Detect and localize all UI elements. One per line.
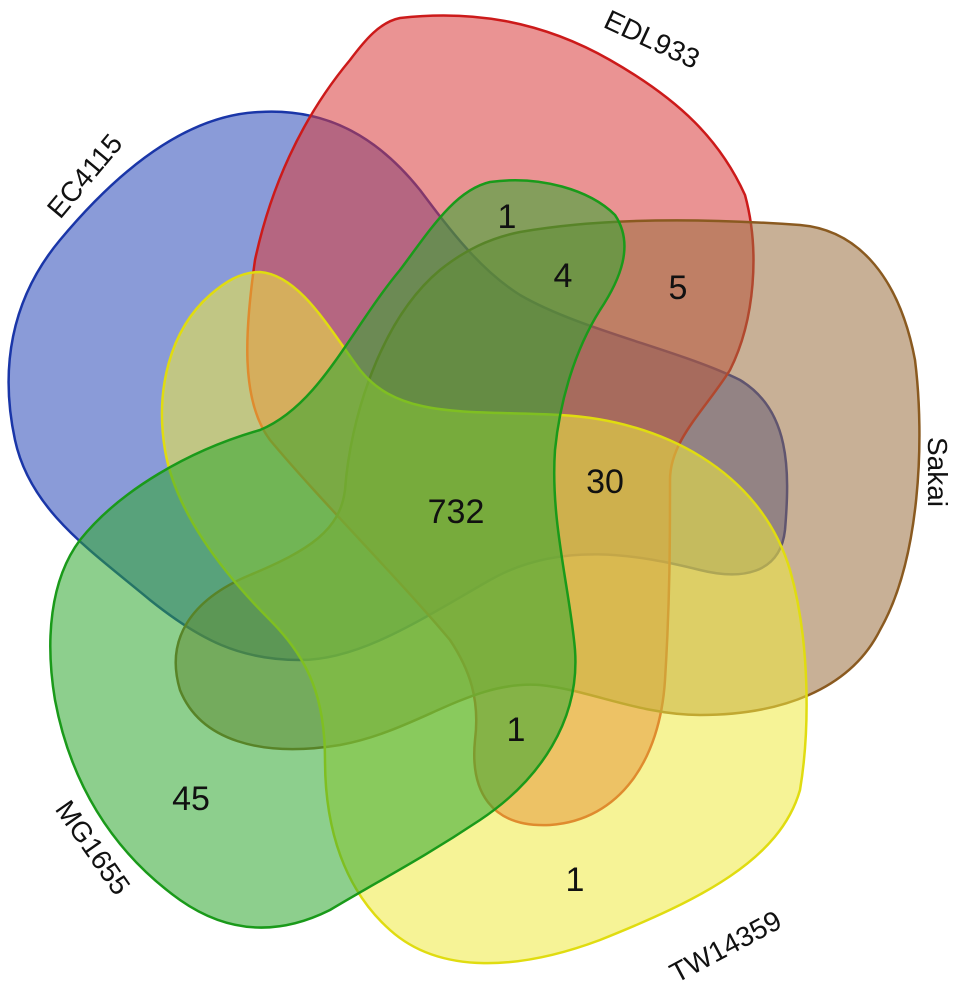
count-mg1655-only: 45 bbox=[172, 780, 210, 818]
count-edl933-sakai-mg1655: 4 bbox=[554, 257, 573, 295]
label-sakai: Sakai bbox=[922, 437, 953, 507]
count-ec4115-edl933-sakai-tw14359: 30 bbox=[586, 463, 624, 501]
label-tw14359: TW14359 bbox=[665, 904, 787, 982]
count-tw14359-only: 1 bbox=[566, 861, 585, 899]
set-mg1655 bbox=[49, 179, 626, 929]
count-tw14359-mg1655: 1 bbox=[507, 711, 526, 749]
count-edl933-mg1655: 1 bbox=[498, 198, 517, 236]
count-all-five: 732 bbox=[428, 493, 485, 531]
count-edl933-sakai: 5 bbox=[669, 269, 688, 307]
